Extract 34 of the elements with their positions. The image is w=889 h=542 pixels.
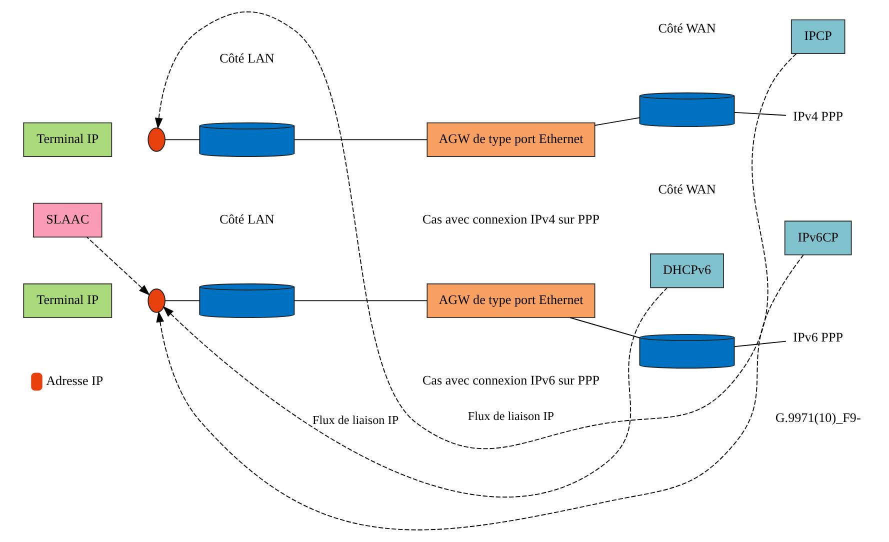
edge-label: Flux de liaison IP — [312, 412, 399, 427]
connector — [164, 300, 200, 302]
connector — [594, 117, 640, 126]
edge-label: Flux de liaison IP — [468, 409, 554, 424]
connector — [164, 139, 200, 140]
label: Côté LAN — [219, 212, 274, 227]
label: Cas avec connexion IPv6 sur PPP — [422, 372, 600, 388]
connector — [294, 139, 428, 140]
node-text: IPv4 PPP — [793, 108, 844, 124]
node-box: Terminal IP — [23, 122, 112, 157]
node-box: DHCPv6 — [650, 253, 724, 288]
arrow — [162, 288, 668, 496]
label: Côté WAN — [658, 182, 716, 197]
node-box: Terminal IP — [23, 283, 112, 318]
connector — [734, 112, 786, 116]
arrow — [86, 236, 150, 296]
label: Cas avec connexion IPv4 sur PPP — [422, 212, 600, 227]
node-ellipse — [148, 288, 166, 313]
node-box: AGW de type port Ethernet — [426, 283, 596, 318]
legend-label: Adresse IP — [46, 373, 104, 388]
connector — [570, 317, 640, 338]
node-ellipse — [148, 128, 166, 152]
connector — [734, 340, 786, 348]
arrow — [156, 254, 804, 530]
node-box: IPCP — [790, 19, 846, 54]
node-box: AGW de type port Ethernet — [426, 122, 596, 157]
arrow — [154, 11, 797, 449]
connector — [294, 300, 428, 302]
label: G.9971(10)_F9- — [775, 410, 861, 426]
label: Côté WAN — [658, 20, 716, 36]
node-box: IPv6CP — [784, 220, 852, 256]
node-box: SLAAC — [32, 202, 102, 238]
label: Côté LAN — [219, 50, 274, 66]
node-text: IPv6 PPP — [793, 330, 844, 345]
